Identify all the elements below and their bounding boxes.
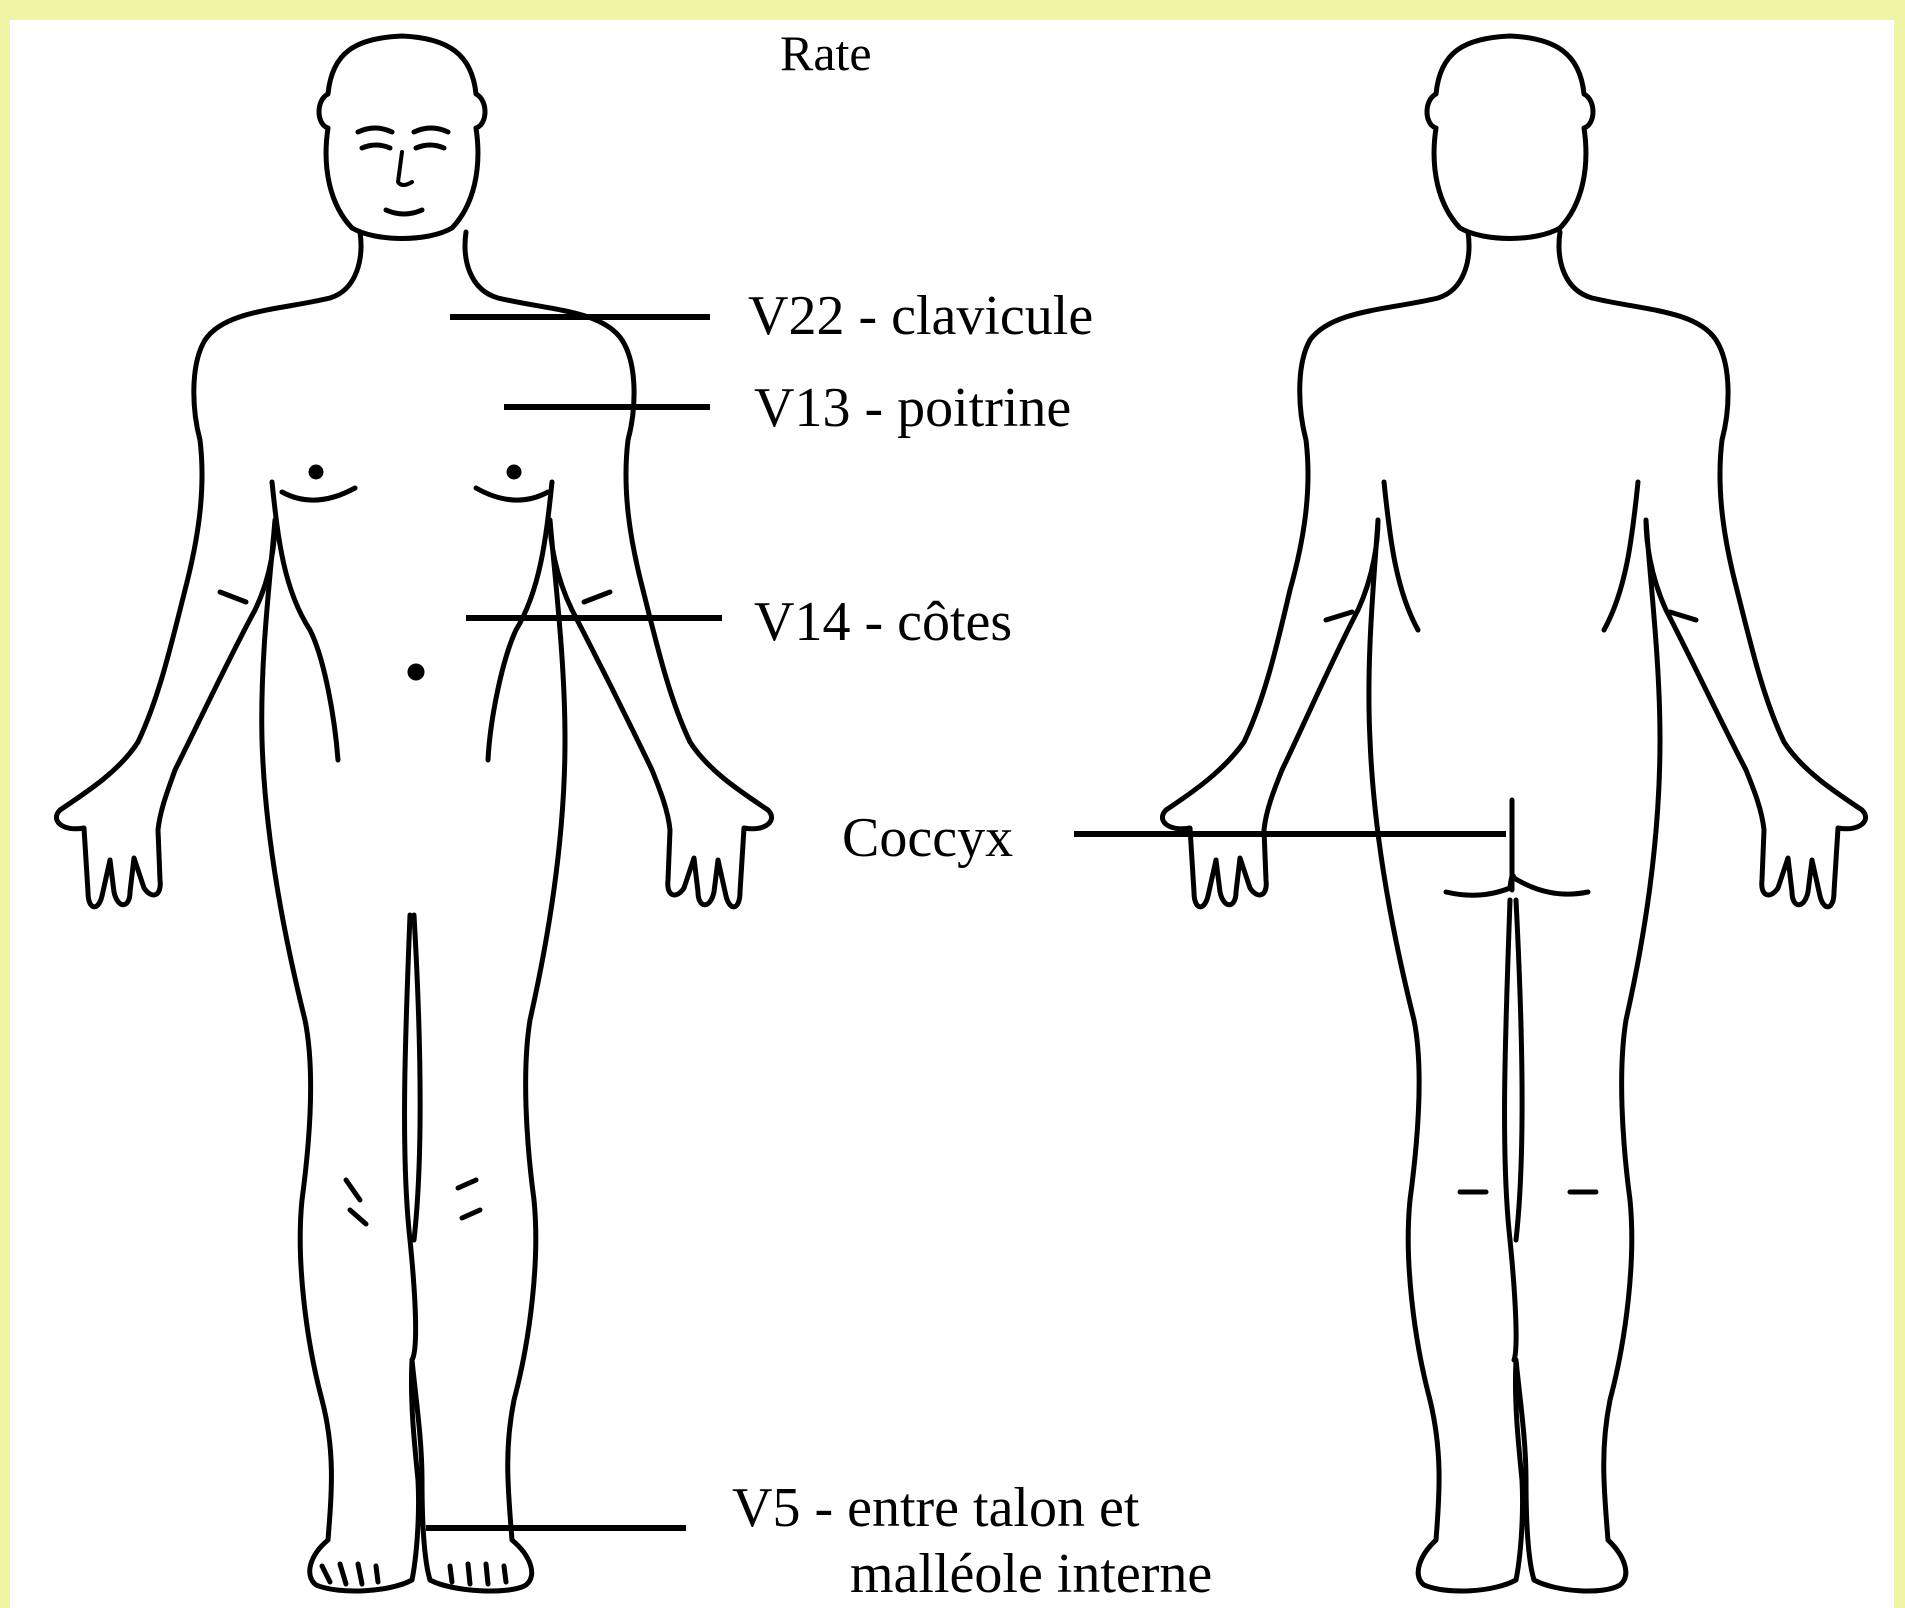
back-buttocks [1446,876,1588,896]
label-coccyx: Coccyx [842,810,1013,866]
front-mouth [386,210,422,214]
diagram-frame: Rate V22 - clavicule V13 - poitrine V14 … [10,20,1894,1608]
front-eye-right [416,145,444,148]
back-inner-arm-right [1604,482,1638,630]
label-v5-line2: malléole interne [850,1546,1212,1602]
front-eyebrow-left [358,128,392,132]
front-navel [410,666,422,678]
pointer-lines [426,317,1506,1528]
back-elbow-left [1326,612,1352,620]
front-figure [56,36,771,1591]
front-nipple-left [311,467,321,477]
back-inner-arm-left [1384,482,1418,630]
label-v14: V14 - côtes [754,594,1012,650]
front-inner-arm-left [272,482,338,760]
diagram-title: Rate [780,28,872,78]
front-eyebrow-right [414,128,448,132]
front-toes-left [322,1564,378,1584]
label-v22: V22 - clavicule [748,288,1093,344]
front-knee-right [458,1180,480,1218]
front-knee-left [346,1180,366,1224]
front-inner-leg-left [405,915,416,1360]
label-v13: V13 - poitrine [754,380,1071,436]
back-figure [1162,36,1865,1591]
front-nipple-right [509,467,519,477]
front-nose [398,152,412,185]
front-toes-right [450,1564,506,1584]
front-body-outline [56,232,771,1591]
front-eye-left [362,145,390,148]
front-elbow-left [220,592,246,602]
back-inner-leg-right [1516,900,1522,1240]
back-elbow-right [1670,612,1696,620]
back-head [1427,36,1593,239]
front-elbow-right [584,592,610,602]
front-pectoral-right [476,488,548,500]
front-pectoral-left [282,488,355,500]
front-head [319,36,485,239]
back-inner-leg-left [1505,900,1517,1360]
back-body-outline [1162,232,1865,1591]
front-inner-leg-right [414,915,420,1240]
label-v5-line1: V5 - entre talon et [732,1480,1139,1536]
